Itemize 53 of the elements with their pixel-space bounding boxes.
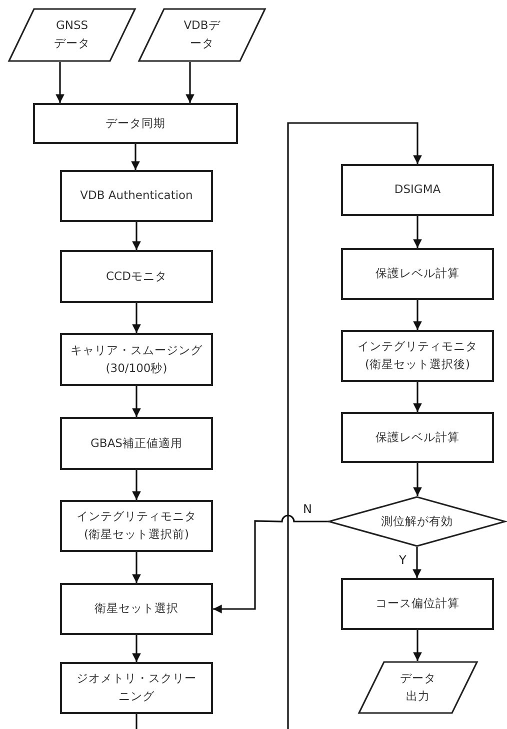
node-text: 測位解が有効 (381, 512, 453, 530)
node-text: 保護レベル計算 (376, 428, 460, 446)
node-text: GBAS補正値適用 (90, 434, 182, 452)
node-text: DSIGMA (394, 181, 441, 198)
process-box (341, 412, 494, 463)
node-text: VDBデータ (182, 17, 222, 52)
arrow (413, 216, 422, 248)
node-text: VDB Authentication (80, 187, 193, 204)
arrow (412, 547, 422, 578)
arrow (132, 635, 141, 662)
arrow (413, 630, 422, 661)
node-text: データ同期 (106, 114, 166, 132)
arrow (132, 552, 141, 583)
node-text: ジオメトリ・スクリーニング (76, 670, 196, 705)
process-box (60, 170, 213, 222)
decision-diamond (328, 496, 506, 547)
data-parallelogram (358, 661, 478, 714)
arrow (413, 382, 422, 412)
process-box (341, 330, 494, 382)
node-text: コース偏位計算 (376, 595, 460, 612)
node-text: 保護レベル計算 (376, 265, 460, 282)
arrow (287, 122, 422, 729)
edge-label: N (302, 502, 313, 516)
edge-label: Y (398, 553, 408, 567)
process-box (60, 333, 213, 386)
process-box (33, 103, 238, 144)
process-box (341, 248, 494, 300)
arrow (413, 300, 422, 330)
process-box (60, 417, 213, 470)
process-box (341, 164, 494, 216)
data-parallelogram (8, 8, 136, 62)
arrow (132, 386, 141, 417)
process-box (60, 250, 213, 303)
process-box (60, 583, 213, 635)
node-text: CCDモニタ (106, 268, 167, 285)
node-text: 衛星セット選択 (94, 600, 178, 618)
node-text: インテグリティモニタ(衛星セット選択後) (356, 338, 478, 373)
node-text: キャリア・スムージング(30/100秒) (70, 342, 204, 376)
arrow (186, 62, 194, 103)
process-box (341, 578, 494, 630)
node-text: データ出力 (399, 670, 437, 704)
arrow (213, 514, 329, 614)
process-box (60, 662, 213, 714)
data-parallelogram (138, 8, 266, 62)
arrow (131, 144, 140, 170)
arrow (413, 463, 422, 496)
node-text: インテグリティモニタ(衛星セット選択前) (76, 508, 198, 543)
arrow (132, 470, 141, 500)
node-text: GNSSデータ (53, 17, 91, 52)
arrow (132, 303, 141, 333)
arrow (56, 62, 64, 103)
arrow (132, 222, 141, 250)
process-box (60, 500, 213, 552)
